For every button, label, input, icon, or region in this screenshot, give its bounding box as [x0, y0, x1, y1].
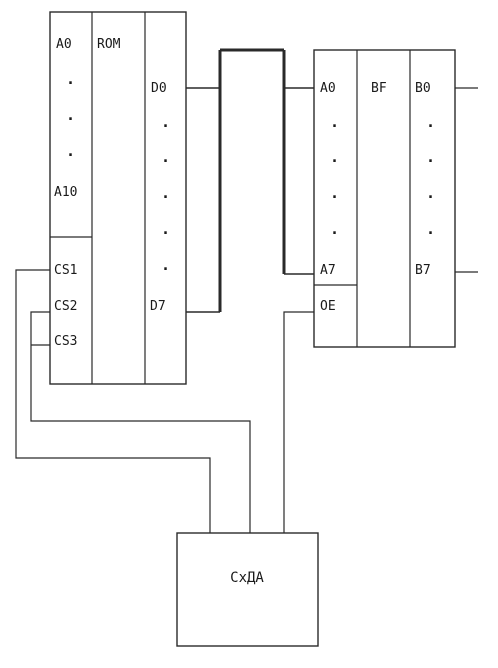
buffer-outputs — [455, 87, 478, 273]
rom-address-dot: . — [66, 70, 75, 88]
buffer-output-dot: . — [426, 148, 435, 166]
buffer-pin-b0: B0 — [415, 81, 431, 96]
buffer-pin-a7: A7 — [320, 263, 336, 278]
control-outline — [176, 532, 319, 647]
data-bus — [186, 48, 314, 313]
rom-title: ROM — [97, 37, 121, 52]
rom-pin-cs1: CS1 — [54, 263, 77, 278]
buffer-input-dot: . — [330, 220, 339, 238]
rom-pin-d0: D0 — [151, 81, 167, 96]
cs2-wire — [30, 311, 251, 533]
buffer-pin-oe: OE — [320, 299, 336, 314]
rom-data-dot: . — [161, 113, 170, 131]
rom-chip: ROM A0 . . . A10 D0 . . . . . D7 CS1 CS2… — [49, 11, 187, 385]
rom-data-dot: . — [161, 220, 170, 238]
control-wiring — [15, 269, 314, 533]
buffer-input-dot: . — [330, 184, 339, 202]
rom-data-dot: . — [161, 148, 170, 166]
buffer-pin-a0: A0 — [320, 81, 336, 96]
control-label: СхДА — [230, 570, 264, 586]
buffer-output-dot: . — [426, 184, 435, 202]
buffer-outline — [313, 49, 456, 348]
rom-pin-d7: D7 — [150, 299, 166, 314]
rom-address-dot: . — [66, 106, 75, 124]
buffer-input-dot: . — [330, 113, 339, 131]
buffer-pin-b7: B7 — [415, 263, 431, 278]
rom-data-dot: . — [161, 184, 170, 202]
rom-data-dot: . — [161, 256, 170, 274]
buffer-chip: BF A0 . . . . A7 OE B0 . . . . B7 — [313, 49, 456, 348]
buffer-output-dot: . — [426, 220, 435, 238]
rom-outline — [49, 11, 187, 385]
rom-address-dot: . — [66, 142, 75, 160]
control-block: СхДА — [176, 532, 319, 647]
rom-pin-cs2: CS2 — [54, 299, 77, 314]
rom-pin-cs3: CS3 — [54, 334, 77, 349]
rom-pin-a0: A0 — [56, 37, 72, 52]
buffer-input-dot: . — [330, 148, 339, 166]
buffer-output-dot: . — [426, 113, 435, 131]
cs1-wire — [15, 269, 211, 533]
rom-pin-a10: A10 — [54, 185, 77, 200]
oe-wire — [283, 311, 314, 533]
buffer-title: BF — [371, 81, 387, 96]
